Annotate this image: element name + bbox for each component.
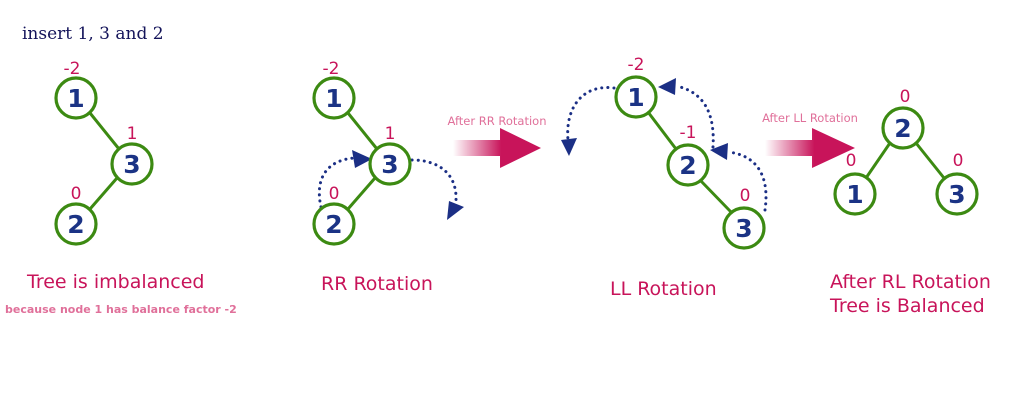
rotation-arrow-path bbox=[726, 150, 768, 212]
arrowhead-icon bbox=[352, 150, 372, 168]
balance-factor: 1 bbox=[385, 124, 396, 144]
rotation-arrow-path bbox=[566, 86, 616, 142]
edge bbox=[346, 177, 377, 210]
stage-caption: Tree is imbalanced bbox=[26, 271, 205, 293]
svg-text:3: 3 bbox=[381, 150, 398, 179]
tree-node: 3 bbox=[368, 142, 412, 186]
right-arrow-icon bbox=[453, 128, 541, 168]
transition-label: After RR Rotation bbox=[447, 114, 546, 128]
svg-text:3: 3 bbox=[123, 150, 140, 179]
svg-text:1: 1 bbox=[325, 84, 342, 113]
arrowhead-icon bbox=[658, 78, 676, 95]
balance-factor: 0 bbox=[953, 151, 964, 171]
stage-balanced-tree: 2 1 3 0 0 0 After RL Rotation Tree is Ba… bbox=[829, 87, 991, 317]
svg-text:2: 2 bbox=[679, 151, 696, 180]
edge bbox=[864, 142, 892, 179]
balance-factor: 0 bbox=[900, 87, 911, 107]
transition-label: After LL Rotation bbox=[762, 111, 858, 125]
stage-rr-rotation: 1 3 2 -2 1 0 RR Rotation bbox=[312, 59, 464, 295]
svg-text:3: 3 bbox=[735, 214, 752, 243]
balance-factor: 0 bbox=[846, 151, 857, 171]
edge bbox=[88, 112, 121, 150]
svg-text:3: 3 bbox=[948, 180, 965, 209]
edge bbox=[88, 177, 119, 210]
tree-node: 3 bbox=[935, 172, 979, 216]
balance-factor: -2 bbox=[64, 59, 81, 79]
right-arrow-icon bbox=[765, 128, 855, 168]
diagram-title: insert 1, 3 and 2 bbox=[22, 24, 164, 44]
svg-text:2: 2 bbox=[325, 210, 342, 239]
stage-caption: After RL Rotation bbox=[830, 271, 991, 293]
stage-caption: Tree is Balanced bbox=[829, 295, 985, 317]
stage-caption: LL Rotation bbox=[610, 278, 717, 300]
arrowhead-icon bbox=[447, 201, 464, 220]
tree-node: 1 bbox=[54, 76, 98, 120]
arrowhead-icon bbox=[710, 143, 728, 160]
edge bbox=[346, 112, 379, 150]
rotation-arrow-path bbox=[317, 156, 356, 209]
tree-node: 3 bbox=[110, 142, 154, 186]
balance-factor: 0 bbox=[329, 184, 340, 204]
rotation-arrow-path bbox=[410, 158, 458, 202]
balance-factor: 1 bbox=[127, 124, 138, 144]
tree-node: 3 bbox=[722, 206, 766, 250]
tree-node: 2 bbox=[54, 202, 98, 246]
svg-text:1: 1 bbox=[67, 84, 84, 113]
tree-node: 2 bbox=[881, 106, 925, 150]
edge bbox=[646, 111, 678, 150]
transition-arrow-ll: After LL Rotation bbox=[762, 111, 858, 168]
balance-factor: 0 bbox=[71, 184, 82, 204]
tree-node: 1 bbox=[614, 75, 658, 119]
svg-text:2: 2 bbox=[894, 114, 911, 143]
balance-factor: -2 bbox=[323, 59, 340, 79]
rotation-arrow-path bbox=[674, 84, 715, 149]
tree-node: 2 bbox=[312, 202, 356, 246]
edge bbox=[698, 178, 733, 214]
svg-text:1: 1 bbox=[846, 180, 863, 209]
tree-node: 2 bbox=[666, 143, 710, 187]
balance-factor: 0 bbox=[740, 186, 751, 206]
svg-text:2: 2 bbox=[67, 210, 84, 239]
balance-factor: -1 bbox=[680, 123, 697, 143]
balance-factor: -2 bbox=[628, 55, 645, 75]
tree-node: 1 bbox=[312, 76, 356, 120]
arrowhead-icon bbox=[561, 138, 577, 156]
svg-text:1: 1 bbox=[627, 83, 644, 112]
edge bbox=[914, 142, 946, 179]
stage-ll-rotation: 1 2 3 -2 -1 0 LL Rotation bbox=[561, 55, 768, 300]
stage-caption: RR Rotation bbox=[321, 273, 433, 295]
tree-node: 1 bbox=[833, 172, 877, 216]
stage-imbalanced-tree: 1 3 2 -2 1 0 Tree is imbalanced because … bbox=[5, 59, 237, 316]
transition-arrow-rr: After RR Rotation bbox=[447, 114, 547, 168]
stage-subcaption: because node 1 has balance factor -2 bbox=[5, 303, 237, 316]
